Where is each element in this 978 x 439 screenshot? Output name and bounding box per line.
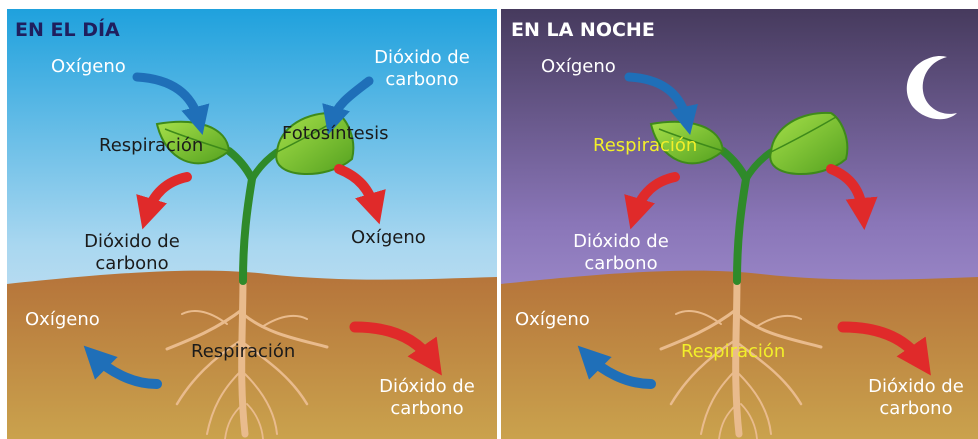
day-illustration (7, 9, 497, 439)
day-respiration-leaf-label: Respiración (99, 135, 204, 156)
night-oxygen-in-arrow-icon (624, 72, 698, 136)
day-co2-soil-label: Dióxido de carbono (379, 376, 475, 419)
night-oxygen-soil-label: Oxígeno (515, 309, 590, 330)
night-co2-out-label: Dióxido de carbono (573, 231, 669, 274)
co2-in-arrow-icon (322, 76, 374, 135)
day-co2-in-label: Dióxido de carbono (374, 47, 470, 90)
night-soil (501, 270, 978, 439)
oxygen-soil-arrow-icon (83, 345, 162, 389)
day-photosynthesis-leaf-label: Fotosíntesis (282, 123, 389, 144)
night-illustration (501, 9, 978, 439)
oxygen-out-arrow-icon (334, 164, 386, 225)
night-respiration-leaf-label: Respiración (593, 135, 698, 156)
night-co2-soil-arrow-icon (837, 321, 931, 376)
night-oxygen-in-label: Oxígeno (541, 56, 616, 77)
day-oxygen-out-label: Oxígeno (351, 227, 426, 248)
night-panel: EN LA NOCHE Oxígeno Respiración Dióxido … (501, 9, 978, 439)
co2-soil-arrow-icon (349, 321, 442, 376)
day-oxygen-in-label: Oxígeno (51, 56, 126, 77)
night-respiration-root-label: Respiración (681, 341, 786, 362)
day-soil (7, 270, 497, 439)
day-co2-out-label: Dióxido de carbono (84, 231, 180, 274)
day-title: EN EL DÍA (15, 19, 120, 41)
night-oxygen-soil-arrow-icon (577, 345, 656, 389)
oxygen-in-arrow-icon (132, 72, 210, 135)
day-respiration-root-label: Respiración (191, 341, 296, 362)
day-oxygen-soil-label: Oxígeno (25, 309, 100, 330)
day-panel: EN EL DÍA Oxígeno Dióxido de carbono Res… (7, 9, 497, 439)
co2-out-arrow-icon (136, 172, 192, 230)
night-co2-out-arrow-icon (624, 172, 680, 230)
night-co2-out-right-arrow-icon (826, 164, 878, 230)
night-co2-soil-label: Dióxido de carbono (868, 376, 964, 419)
moon-icon (906, 55, 957, 120)
night-title: EN LA NOCHE (511, 19, 655, 41)
